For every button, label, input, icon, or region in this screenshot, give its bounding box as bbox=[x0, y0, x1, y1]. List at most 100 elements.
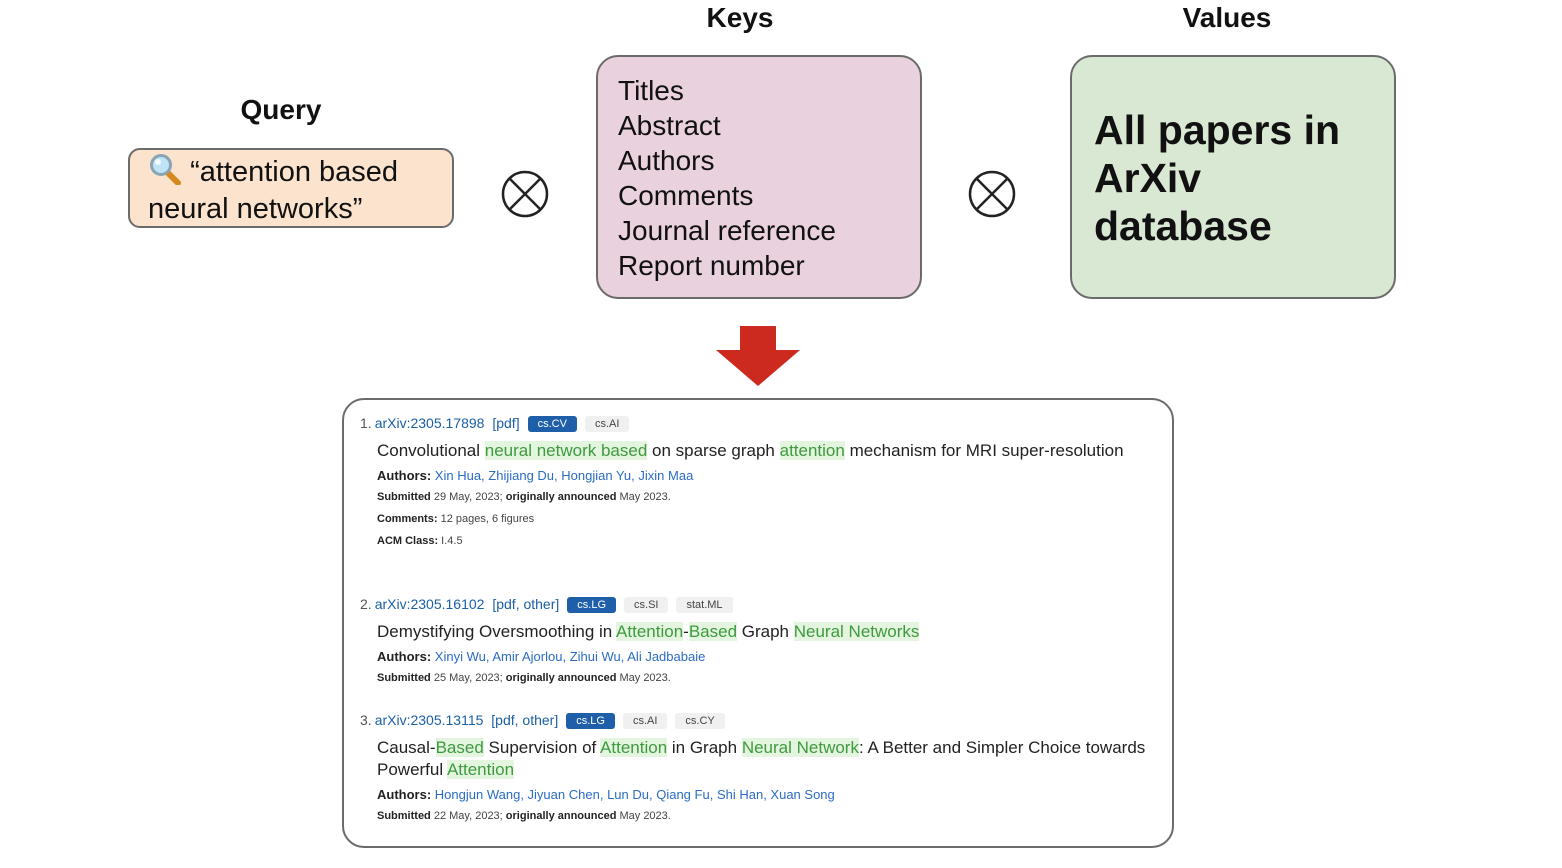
category-badge[interactable]: cs.CY bbox=[675, 713, 725, 729]
author-link[interactable]: Jixin Maa bbox=[638, 468, 694, 483]
key-item: Authors bbox=[618, 145, 715, 176]
author-separator: , bbox=[631, 468, 639, 483]
extra-value: I.4.5 bbox=[438, 535, 463, 547]
title-highlight: Based bbox=[688, 622, 738, 641]
pdf-links[interactable]: [pdf, other] bbox=[491, 712, 559, 728]
result-extra: ACM Class: I.4.5 bbox=[377, 530, 1160, 552]
title-text: Supervision of bbox=[483, 738, 601, 757]
author-separator: , bbox=[709, 787, 717, 802]
author-separator: , bbox=[520, 787, 528, 802]
otimes-icon bbox=[501, 170, 549, 218]
title-highlight: neural network based bbox=[484, 441, 648, 460]
result-meta: 3.arXiv:2305.13115 [pdf, other] cs.LG cs.A… bbox=[360, 709, 1160, 731]
magnifier-icon bbox=[148, 153, 182, 186]
title-text: in Graph bbox=[667, 738, 742, 757]
author-separator: , bbox=[485, 649, 493, 664]
submitted-label: Submitted bbox=[377, 810, 431, 822]
key-item: Journal reference bbox=[618, 215, 836, 246]
author-link[interactable]: Hongjun Wang bbox=[434, 787, 521, 802]
title-highlight: Attention bbox=[616, 622, 684, 641]
category-badge[interactable]: stat.ML bbox=[676, 597, 733, 613]
author-link[interactable]: Qiang Fu bbox=[656, 787, 710, 802]
author-link[interactable]: Shi Han bbox=[716, 787, 764, 802]
arxiv-id-link[interactable]: arXiv:2305.16102 bbox=[374, 596, 485, 612]
author-link[interactable]: Xinyi Wu bbox=[434, 649, 486, 664]
announced-label: originally announced bbox=[505, 491, 617, 503]
announced-date: May 2023. bbox=[616, 491, 671, 503]
extra-label: ACM Class: bbox=[377, 535, 439, 547]
announced-label: originally announced bbox=[505, 810, 617, 822]
result-authors: Authors: Hongjun Wang, Jiyuan Chen, Lun … bbox=[377, 785, 1160, 805]
query-text: “attention based neural networks” bbox=[148, 156, 399, 225]
submitted-date: 22 May, 2023; bbox=[430, 810, 506, 822]
arxiv-id-link[interactable]: arXiv:2305.17898 bbox=[374, 415, 485, 431]
title-highlight: Attention bbox=[600, 738, 668, 757]
submitted-date: 25 May, 2023; bbox=[430, 672, 506, 684]
title-text: - bbox=[683, 622, 689, 641]
pdf-links[interactable]: [pdf] bbox=[492, 415, 520, 431]
submitted-label: Submitted bbox=[377, 672, 431, 684]
result-item: 2.arXiv:2305.16102 [pdf, other] cs.LG cs.S… bbox=[360, 593, 1160, 689]
title-text: mechanism for MRI super-resolution bbox=[844, 441, 1124, 460]
result-title: Causal-Based Supervision of Attention in… bbox=[377, 737, 1160, 781]
otimes-icon bbox=[968, 170, 1016, 218]
title-highlight: Attention bbox=[446, 760, 515, 779]
title-highlight: attention bbox=[779, 441, 845, 460]
authors-label: Authors: bbox=[377, 468, 432, 483]
author-separator: , bbox=[763, 787, 771, 802]
title-highlight: Based bbox=[435, 738, 484, 757]
pdf-links[interactable]: [pdf, other] bbox=[492, 596, 560, 612]
submitted-date: 29 May, 2023; bbox=[430, 491, 506, 503]
title-text: Graph bbox=[737, 622, 794, 641]
announced-label: originally announced bbox=[505, 672, 617, 684]
category-badge[interactable]: cs.LG bbox=[566, 713, 615, 729]
author-separator: , bbox=[562, 649, 570, 664]
key-item: Comments bbox=[618, 180, 754, 211]
author-link[interactable]: Hongjian Yu bbox=[561, 468, 632, 483]
category-badge[interactable]: cs.AI bbox=[622, 713, 668, 729]
key-item: Titles bbox=[618, 75, 684, 106]
values-heading: Values bbox=[1182, 2, 1272, 33]
announced-date: May 2023. bbox=[616, 810, 671, 822]
title-text: Convolutional bbox=[377, 441, 485, 460]
announced-date: May 2023. bbox=[616, 672, 671, 684]
author-link[interactable]: Zhijiang Du bbox=[488, 468, 555, 483]
authors-label: Authors: bbox=[377, 787, 432, 802]
result-meta: 2.arXiv:2305.16102 [pdf, other] cs.LG cs.S… bbox=[360, 593, 1160, 615]
keys-box: Titles Abstract Authors Comments Journal… bbox=[596, 55, 922, 299]
submitted-label: Submitted bbox=[377, 491, 431, 503]
query-heading: Query bbox=[240, 94, 322, 125]
extra-label: Comments: bbox=[377, 513, 438, 525]
key-item: Report number bbox=[618, 250, 805, 281]
title-text: : A Better and Simpler Choice towards Po… bbox=[377, 738, 1146, 779]
author-link[interactable]: Lun Du bbox=[607, 787, 649, 802]
extra-value: 12 pages, 6 figures bbox=[437, 513, 535, 525]
query-box: “attention based neural networks” bbox=[128, 148, 454, 228]
submitted-line: Submitted 25 May, 2023; originally annou… bbox=[377, 667, 1160, 689]
author-separator: , bbox=[599, 787, 608, 802]
author-link[interactable]: Amir Ajorlou bbox=[492, 649, 563, 664]
keys-heading: Keys bbox=[706, 2, 774, 33]
result-authors: Authors: Xin Hua, Zhijiang Du, Hongjian … bbox=[377, 466, 1160, 486]
author-link[interactable]: Jiyuan Chen bbox=[527, 787, 600, 802]
author-link[interactable]: Xuan Song bbox=[770, 787, 835, 802]
author-link[interactable]: Xin Hua bbox=[434, 468, 482, 483]
result-index: 2. bbox=[360, 596, 372, 612]
author-link[interactable]: Zihui Wu bbox=[569, 649, 621, 664]
author-link[interactable]: Ali Jadbabaie bbox=[627, 649, 706, 664]
result-item: 3.arXiv:2305.13115 [pdf, other] cs.LG cs.A… bbox=[360, 709, 1160, 827]
category-badge[interactable]: cs.CV bbox=[527, 416, 577, 432]
author-separator: , bbox=[620, 649, 628, 664]
category-badge[interactable]: cs.AI bbox=[584, 416, 630, 432]
result-index: 3. bbox=[360, 712, 372, 728]
category-badge[interactable]: cs.SI bbox=[624, 597, 669, 613]
category-badge[interactable]: cs.LG bbox=[567, 597, 617, 613]
down-arrow-icon bbox=[716, 326, 800, 386]
author-separator: , bbox=[554, 468, 562, 483]
arxiv-id-link[interactable]: arXiv:2305.13115 bbox=[374, 712, 484, 728]
title-highlight: Neural Networks bbox=[793, 622, 920, 641]
submitted-line: Submitted 22 May, 2023; originally annou… bbox=[377, 805, 1160, 827]
